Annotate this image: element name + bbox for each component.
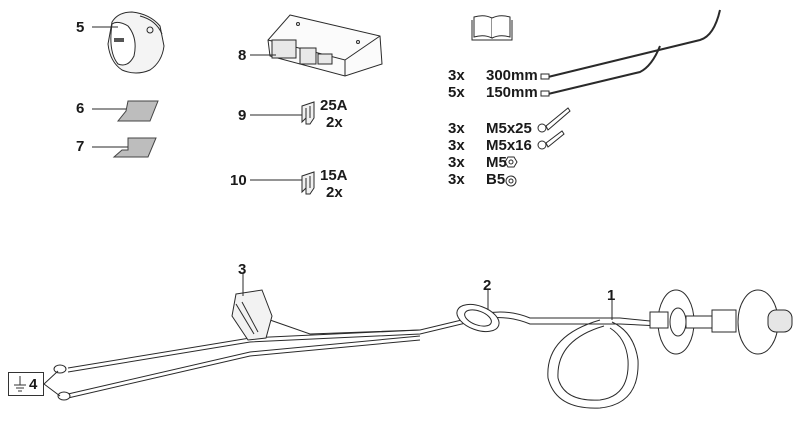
pad-part-7 (112, 137, 157, 158)
ground-symbol-icon (14, 376, 26, 392)
hardware-row-m5: 3x M5 (448, 155, 507, 171)
nut-m5 (504, 156, 518, 168)
grommet-part-2 (456, 303, 500, 333)
fuse-rating-15a: 15A (320, 167, 348, 184)
callout-1: 1 (607, 287, 616, 304)
fuse-part-9 (301, 101, 315, 125)
leader-4a (43, 370, 59, 385)
callout-6: 6 (76, 100, 85, 117)
socket-part-5 (107, 11, 165, 74)
callout-2: 2 (483, 277, 492, 294)
screw-m5x25 (537, 107, 571, 133)
cable-tie-row-150: 5x 150mm (448, 85, 538, 101)
qty: 3x (448, 171, 465, 188)
callout-9: 9 (238, 107, 247, 124)
size: 300mm (486, 67, 538, 84)
size: M5 (486, 154, 507, 171)
qty: 5x (448, 84, 465, 101)
connector-part-3 (231, 289, 273, 341)
callout-8: 8 (238, 47, 247, 64)
hardware-row-b5: 3x B5 (448, 172, 505, 188)
qty: 3x (448, 137, 465, 154)
qty: 3x (448, 154, 465, 171)
hardware-row-m5x25: 3x M5x25 (448, 121, 532, 137)
fuse-qty-15a: 2x (326, 184, 343, 201)
size: B5 (486, 171, 506, 188)
cable-tie-300mm (540, 9, 721, 80)
size: 150mm (486, 84, 538, 101)
ground-callout-4: 4 (8, 372, 44, 396)
callout-3: 3 (238, 261, 247, 278)
size: M5x16 (486, 137, 532, 154)
fuse-rating-25a: 25A (320, 97, 348, 114)
screw-m5x16 (537, 130, 565, 150)
fuse-part-10 (301, 171, 315, 195)
socket-plate (711, 289, 793, 355)
fuse-qty-25a: 2x (326, 114, 343, 131)
hardware-row-m5x16: 3x M5x16 (448, 138, 532, 154)
callout-7: 7 (76, 138, 85, 155)
wiring-harness-part-1 (53, 311, 661, 409)
qty: 3x (448, 120, 465, 137)
callout-10: 10 (230, 172, 247, 189)
open-book-icon (471, 15, 513, 41)
callout-4: 4 (29, 376, 38, 393)
pad-part-6 (116, 100, 159, 122)
callout-5: 5 (76, 19, 85, 36)
cable-tie-150mm (540, 45, 661, 97)
module-part-8 (267, 14, 383, 77)
cable-tie-row-300: 3x 300mm (448, 68, 538, 84)
mounting-plate (649, 289, 713, 355)
qty: 3x (448, 67, 465, 84)
washer-b5 (505, 175, 517, 187)
size: M5x25 (486, 120, 532, 137)
leader-4b (43, 383, 61, 397)
